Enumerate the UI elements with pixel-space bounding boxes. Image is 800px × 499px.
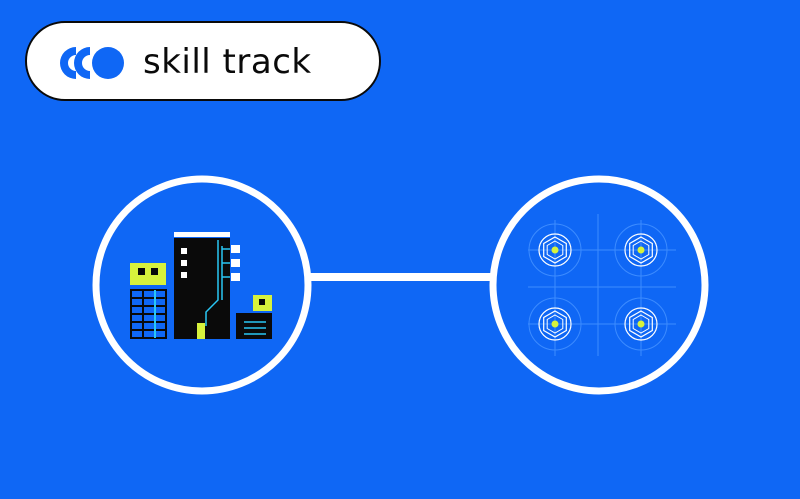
building-icon	[130, 232, 272, 339]
skill-track-logo-icon	[60, 47, 124, 79]
connector-line	[308, 273, 494, 281]
badge-label: skill track	[143, 42, 312, 82]
skill-track-badge: skill track	[25, 21, 381, 101]
bolt-grid-icon	[528, 214, 676, 356]
right-circle	[489, 175, 709, 395]
